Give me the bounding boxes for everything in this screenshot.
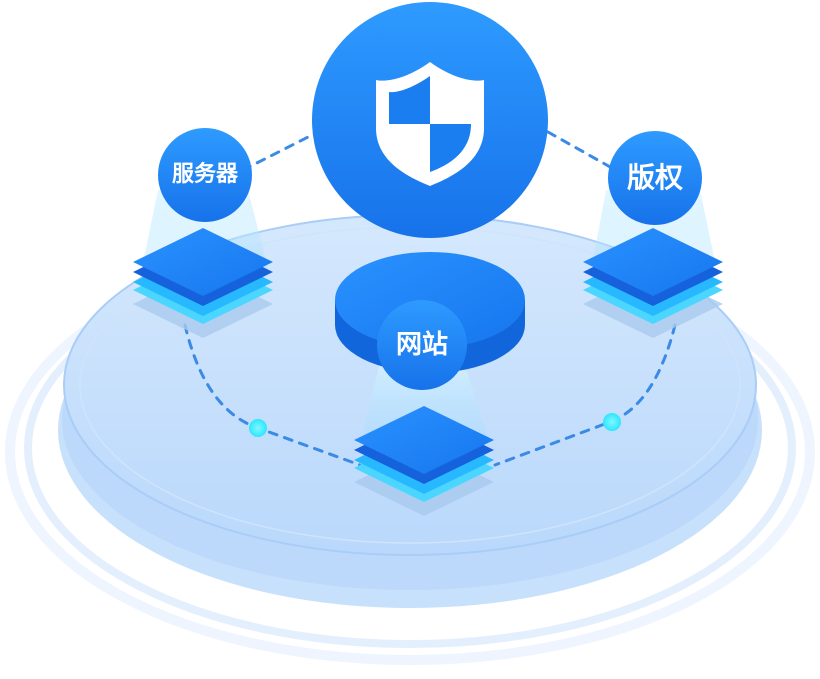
security-hub xyxy=(312,2,548,238)
website-node-circle xyxy=(377,300,467,390)
website-node-label: 网站 xyxy=(395,330,448,360)
connector-dot-left xyxy=(249,419,267,437)
server-stack-icon-bottom xyxy=(354,406,494,516)
connector-dot-right xyxy=(603,413,621,431)
copyright-node-circle xyxy=(608,131,702,225)
server-node-label: 服务器 xyxy=(171,162,238,187)
shield-icon xyxy=(376,62,484,186)
server-stack-icon-right xyxy=(583,228,723,338)
server-stack-icon-left xyxy=(133,228,273,338)
copyright-node-label: 版权 xyxy=(626,161,683,194)
server-node-circle xyxy=(158,128,252,222)
